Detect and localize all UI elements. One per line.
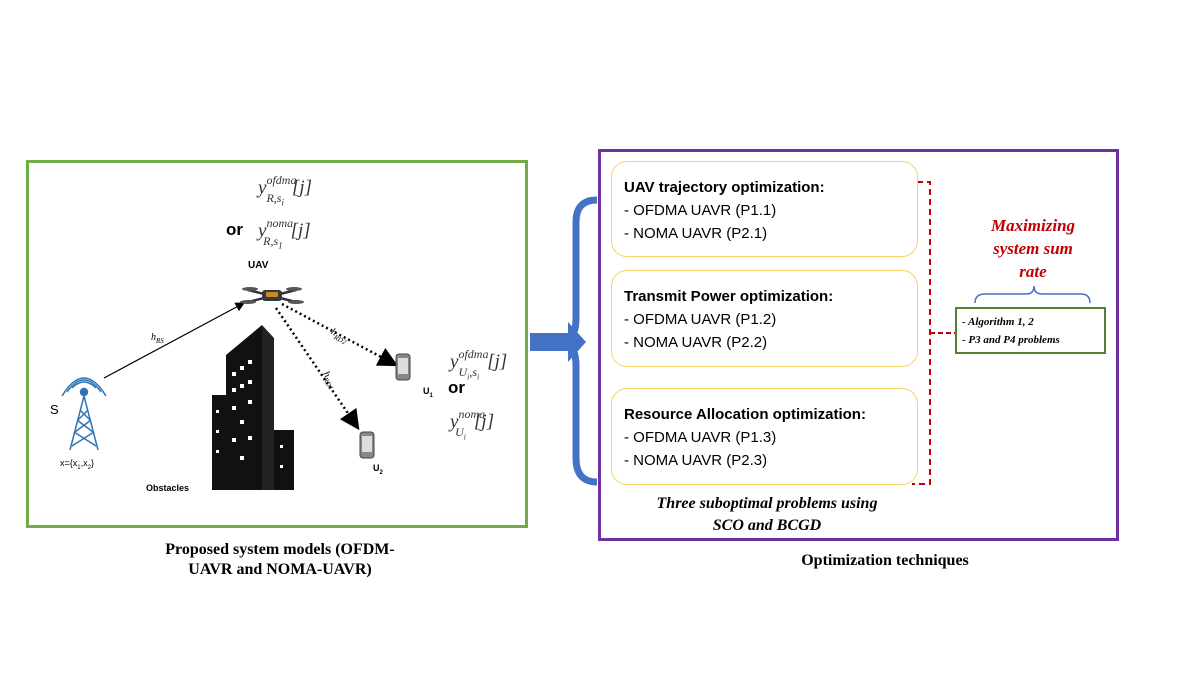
box-title: Transmit Power optimization:	[624, 288, 834, 305]
user-ofdma-signal-eq: yofdmaUi,si[j]	[450, 347, 508, 382]
obstacles-label: Obstacles	[146, 483, 190, 493]
relay-noma-signal-eq: ynomaR,s1[j]	[258, 216, 311, 251]
objective-brace	[974, 285, 1091, 304]
blue-brace	[559, 196, 598, 486]
system-model-panel	[26, 160, 528, 528]
objective-label: Maximizing system sum rate	[990, 216, 1076, 281]
box-title: UAV trajectory optimization:	[624, 179, 825, 196]
uav-label: UAV	[248, 260, 269, 271]
link-rd2-arrow	[281, 302, 399, 367]
box-item: - OFDMA UAVR (P1.3)	[624, 429, 777, 446]
uav-drone-icon	[240, 287, 304, 304]
user-noma-signal-eq: ynomaUi[j]	[450, 407, 495, 442]
channel-rs-label: hRS	[151, 332, 164, 345]
source-tower-icon	[61, 377, 107, 451]
system-model-caption: Proposed system models (OFDM- UAVR and N…	[165, 541, 395, 578]
box-title: Resource Allocation optimization:	[624, 406, 866, 423]
power-optimization-box: Transmit Power optimization: - OFDMA UAV…	[611, 270, 918, 367]
box-item: - NOMA UAVR (P2.2)	[624, 334, 768, 351]
user1-label: U1	[423, 386, 433, 399]
user2-label: U2	[373, 463, 383, 476]
box-item: - NOMA UAVR (P2.1)	[624, 225, 768, 242]
suboptimal-problems-label: Three suboptimal problems using SCO and …	[656, 495, 878, 534]
box-item: - NOMA UAVR (P2.3)	[624, 452, 768, 469]
building-obstacle-icon	[212, 325, 294, 490]
relay-ofdma-signal-eq: yofdmaR,si[j]	[258, 173, 313, 208]
source-label: S	[50, 402, 59, 417]
optimization-caption: Optimization techniques	[801, 552, 969, 569]
source-signal-label: x={x1,x2}	[60, 458, 94, 471]
or-label-top: or	[226, 220, 243, 239]
box-item: - OFDMA UAVR (P1.2)	[624, 311, 777, 328]
trajectory-optimization-box: UAV trajectory optimization: - OFDMA UAV…	[611, 161, 918, 257]
link-rd1-arrow	[274, 307, 360, 431]
box-item: - OFDMA UAVR (P1.1)	[624, 202, 777, 219]
optimization-panel	[598, 149, 1119, 541]
user1-phone-icon	[395, 353, 411, 381]
algorithms-box: - Algorithm 1, 2 - P3 and P4 problems	[955, 307, 1106, 354]
link-rs-arrow	[103, 302, 246, 379]
or-label-bottom: or	[448, 378, 465, 397]
user2-phone-icon	[359, 431, 375, 459]
resource-optimization-box: Resource Allocation optimization: - OFDM…	[611, 388, 918, 485]
